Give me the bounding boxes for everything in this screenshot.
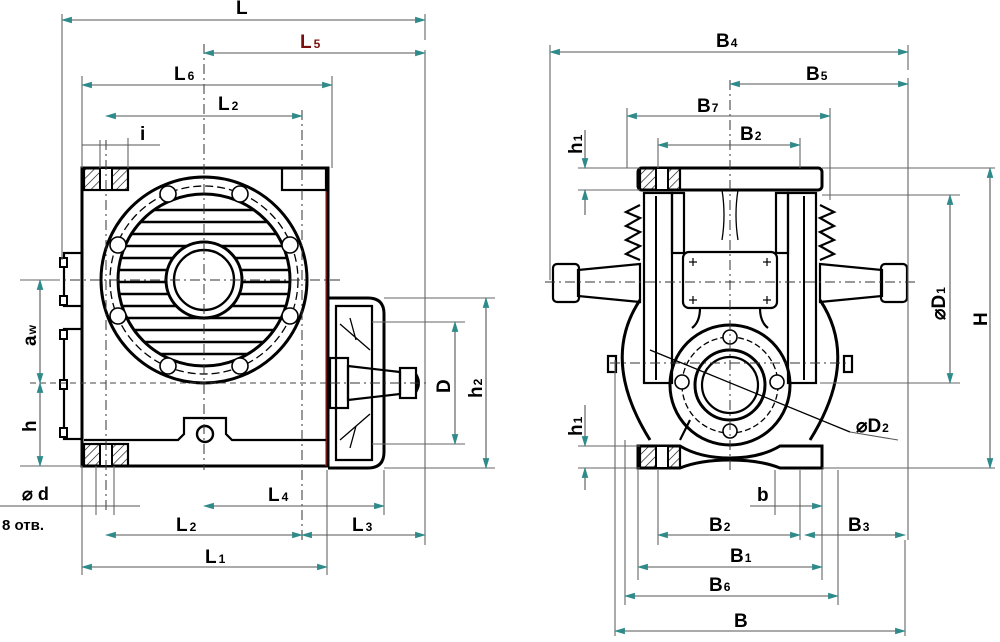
output-bore-side [700,355,760,415]
label-h1-bottom: h1 [566,416,587,436]
side-view [545,45,995,636]
label-B2-bottom: B2 [709,515,731,536]
label-D: D [434,379,455,393]
label-D1: ⌀D1 [929,287,950,320]
label-B2-top: B2 [740,124,762,145]
label-B1: B1 [730,546,752,567]
left-bearing-cap [642,191,674,385]
fins-left [623,204,643,262]
base-notch [84,416,326,442]
dim-D2-leader [849,431,899,441]
label-B5: B5 [806,64,828,85]
label-L: L [236,0,248,19]
label-aw: aw [20,324,41,346]
label-holes-note: 8 отв. [2,517,44,534]
housing-outline [80,166,330,468]
label-i: i [140,124,145,145]
right-bearing-cap [786,191,818,385]
nut-left [551,262,581,304]
label-B4: B4 [716,31,738,52]
cover-bolts [109,185,299,375]
side-bolts [59,257,68,438]
label-B: B [734,611,748,632]
label-B7: B7 [697,96,719,117]
label-b: b [757,485,769,506]
label-D2: ⌀D2 [856,416,889,437]
label-H: H [971,312,992,326]
label-B3: B3 [848,515,870,536]
label-h1-top: h1 [566,134,587,154]
fins-right [817,204,837,262]
nut-right [879,262,909,304]
label-B6: B6 [709,575,731,596]
label-h: h [20,420,41,432]
label-h2: h2 [466,378,487,398]
label-d: ⌀ d [22,484,49,504]
front-view [0,14,495,575]
top-right-foot [280,166,328,192]
worm-shaft-left [576,262,642,304]
worm-shaft-right [818,262,884,304]
